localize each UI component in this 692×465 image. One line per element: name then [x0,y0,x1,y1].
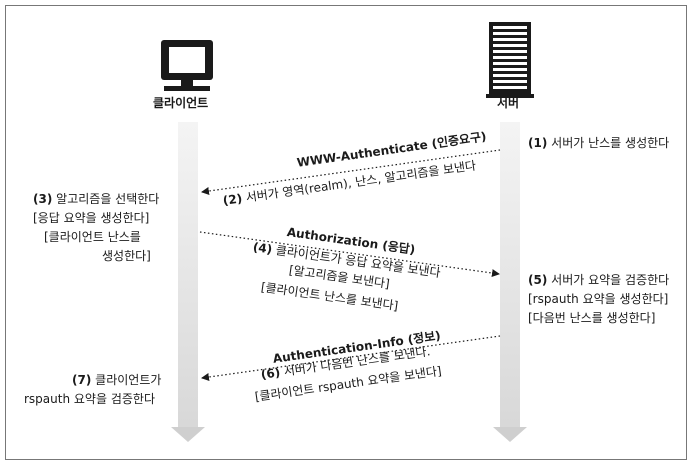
client-lifeline [171,122,205,442]
step-5-line-2: [rspauth 요약을 생성한다] [528,292,669,306]
server-tower-icon [486,22,534,98]
server-lifeline [493,122,527,442]
step-1-label: 서버가 난스를 생성한다 [551,136,670,150]
step-3-line-4: 생성한다] [102,249,151,263]
step-3-label: 알고리즘을 선택한다 [56,192,160,206]
step-7-line-2: rspauth 요약을 검증한다 [24,392,155,406]
step-6-number: (6) [260,365,282,382]
step-7-number: (7) [72,373,92,387]
step-3-text: (3) 알고리즘을 선택한다 [33,192,159,207]
step-7-label: 클라이언트가 [95,373,162,387]
server-label: 서버 [497,96,520,110]
step-7-text: (7) 클라이언트가 [72,373,161,388]
step-1-text: (1) 서버가 난스를 생성한다 [528,136,669,151]
diagram-border [5,5,687,460]
client-label: 클라이언트 [153,96,209,110]
step-5-number: (5) [528,273,548,287]
step-5-line-3: [다음번 난스를 생성한다] [528,311,656,325]
step-3-line-2: [응답 요약을 생성한다] [33,211,150,225]
step-1-number: (1) [528,136,548,150]
step-5-text: (5) 서버가 요약을 검증한다 [528,273,669,288]
step-4-number: (4) [252,240,274,257]
computer-monitor-icon [161,40,213,91]
step-2-number: (2) [222,191,244,208]
step-3-number: (3) [33,192,53,206]
step-5-label: 서버가 요약을 검증한다 [551,273,670,287]
step-3-line-3: [클라이언트 난스를 [44,230,141,244]
